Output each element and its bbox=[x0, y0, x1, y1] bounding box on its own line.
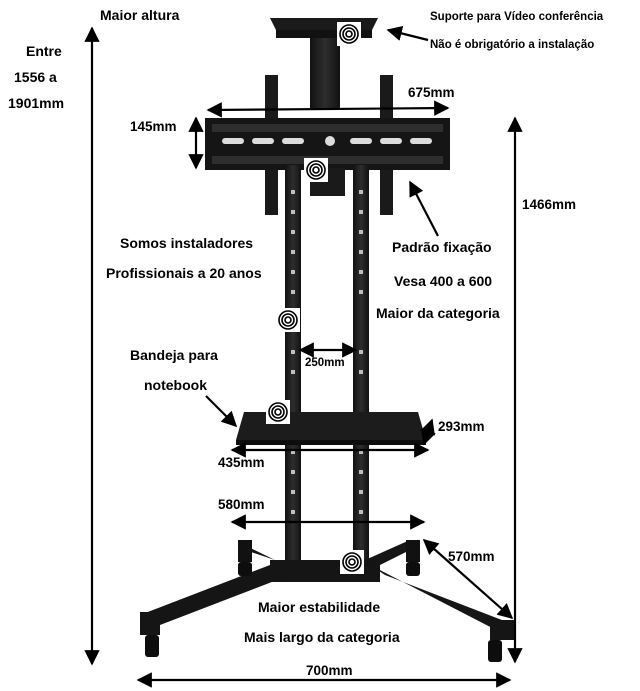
vesa-pointer-arrow bbox=[409, 180, 439, 237]
label-suporte-video: Suporte para Vídeo conferência bbox=[430, 11, 604, 23]
label-dim-250: 250mm bbox=[305, 357, 345, 369]
label-padrao-fixacao: Padrão fixação bbox=[392, 239, 492, 255]
tray-293-arrow bbox=[420, 418, 436, 446]
video-conference-shelf bbox=[270, 18, 378, 108]
label-dim-1466: 1466mm bbox=[522, 197, 577, 212]
base-570-arrow bbox=[422, 538, 514, 620]
width-675-arrow bbox=[206, 100, 450, 118]
label-maior-categoria: Maior da categoria bbox=[376, 305, 500, 321]
label-bandeja-para: Bandeja para bbox=[130, 347, 218, 363]
label-vesa: Vesa 400 a 600 bbox=[394, 273, 493, 289]
label-dim-675: 675mm bbox=[408, 85, 455, 100]
label-entre-range2: 1901mm bbox=[8, 95, 65, 111]
notebook-tray bbox=[236, 412, 426, 445]
vertical-poles bbox=[285, 165, 369, 560]
tray-pointer-arrow bbox=[205, 395, 238, 428]
label-dim-293: 293mm bbox=[438, 419, 485, 434]
label-notebook: notebook bbox=[144, 377, 207, 393]
label-dim-435: 435mm bbox=[218, 455, 265, 470]
label-somos-instaladores: Somos instaladores bbox=[120, 235, 254, 251]
label-dim-580: 580mm bbox=[218, 497, 265, 512]
label-profissionais: Profissionais a 20 anos bbox=[106, 265, 262, 281]
label-dim-145: 145mm bbox=[130, 119, 177, 134]
label-maior-altura: Maior altura bbox=[100, 7, 180, 23]
label-maior-estabilidade: Maior estabilidade bbox=[258, 599, 381, 615]
label-nao-obrigatorio: Não é obrigatório a instalação bbox=[430, 39, 595, 51]
label-entre: Entre bbox=[26, 43, 62, 59]
label-entre-range1: 1556 a bbox=[14, 69, 57, 85]
label-dim-700: 700mm bbox=[306, 663, 353, 678]
video-pointer-arrow bbox=[386, 25, 429, 42]
label-mais-largo: Mais largo da categoria bbox=[244, 629, 400, 645]
label-dim-570: 570mm bbox=[448, 549, 495, 564]
watermark-swirl-icon bbox=[266, 22, 364, 574]
